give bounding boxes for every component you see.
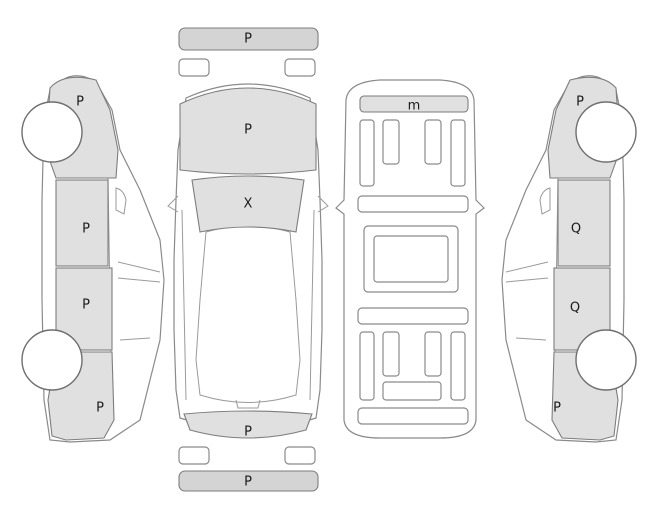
rear-bumper-bar[interactable] xyxy=(178,27,319,51)
right-rear-door-label: Q xyxy=(571,222,581,237)
undercarriage-top-panel[interactable] xyxy=(359,95,469,113)
right-rear-quarter-label: P xyxy=(576,95,584,110)
right-front-door-label: Q xyxy=(570,301,580,316)
car-top-view xyxy=(167,83,329,430)
front-bumper-label: P xyxy=(244,425,252,440)
rear-right-light xyxy=(284,58,316,77)
front-bumper-panel[interactable] xyxy=(183,410,313,439)
right-front-wheel xyxy=(575,329,637,391)
undercarriage-top-label: m xyxy=(408,99,421,114)
right-rear-wheel xyxy=(575,101,637,163)
left-front-door-label: P xyxy=(82,298,90,313)
front-right-light xyxy=(284,446,316,465)
roof-panel[interactable] xyxy=(179,87,317,175)
right-rear-door-panel[interactable] xyxy=(557,179,611,267)
roof-label: P xyxy=(244,123,252,138)
left-rear-quarter-label: P xyxy=(76,95,84,110)
rear-left-light xyxy=(178,58,210,77)
left-rear-wheel xyxy=(21,101,83,163)
front-bumper-bar[interactable] xyxy=(178,470,319,492)
right-front-fender-label: P xyxy=(553,401,561,416)
left-front-fender-label: P xyxy=(96,401,104,416)
left-rear-door-panel[interactable] xyxy=(55,179,109,267)
left-front-wheel xyxy=(21,329,83,391)
car-underside-view xyxy=(335,79,485,439)
left-rear-door-label: P xyxy=(82,222,90,237)
rear-bumper-bar-label: P xyxy=(244,32,252,47)
windshield-panel[interactable] xyxy=(191,175,305,233)
front-bumper-bar-label: P xyxy=(244,475,252,490)
windshield-label: X xyxy=(244,197,253,212)
front-left-light xyxy=(178,446,210,465)
